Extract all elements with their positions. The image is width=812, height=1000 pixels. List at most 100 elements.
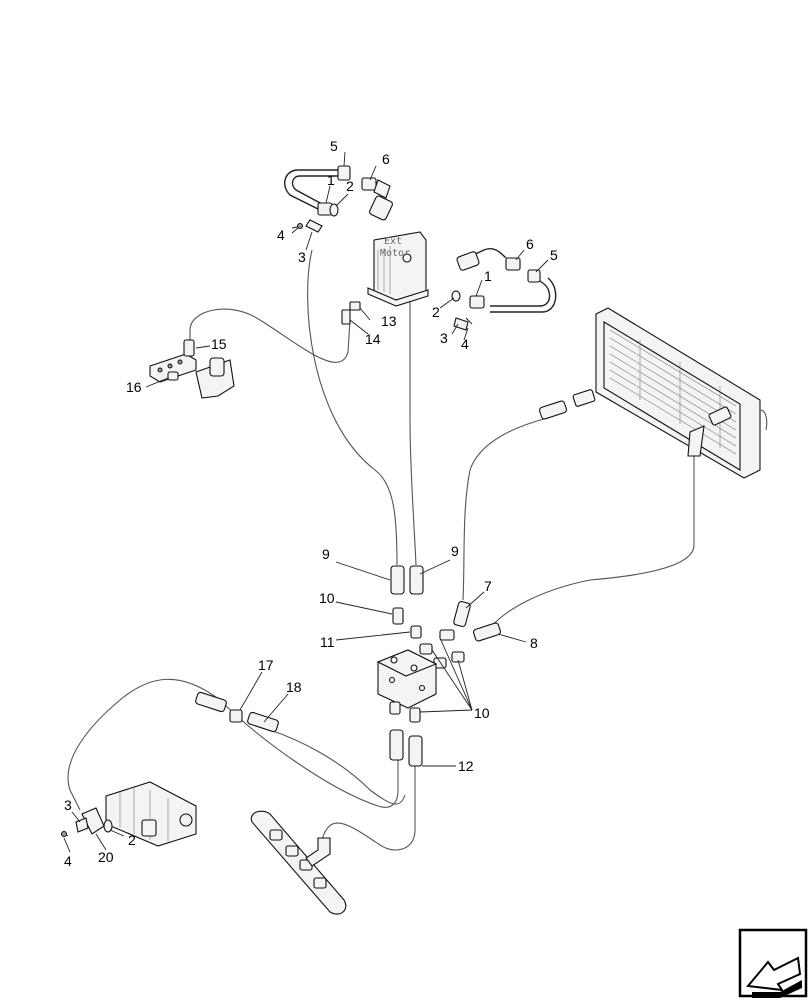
fitting-5-right xyxy=(527,269,541,283)
fitting-14 xyxy=(341,309,351,325)
hose-block-to-motor xyxy=(189,308,351,363)
hose-cooler-to-8 xyxy=(489,455,695,629)
callout-3-pump: 3 xyxy=(64,797,72,813)
bolt-head-4-pump xyxy=(61,831,67,837)
callout-7: 7 xyxy=(484,578,492,594)
callout-9-right: 9 xyxy=(451,543,459,559)
hose-end-7 xyxy=(453,600,471,628)
callout-2-right: 2 xyxy=(432,304,440,320)
oring-2-right xyxy=(451,290,461,302)
hose-end-top xyxy=(369,195,393,221)
suction-pipe xyxy=(250,810,347,915)
callout-15: 15 xyxy=(211,336,227,352)
cooler-fitting-bottom xyxy=(708,406,732,426)
adapter-10-bottom-left xyxy=(389,701,401,715)
cooler-core xyxy=(603,321,741,471)
cooler-fitting-top xyxy=(572,389,596,407)
hose-end-18 xyxy=(247,711,279,733)
callout-4-pump: 4 xyxy=(64,853,72,869)
callout-10-left: 10 xyxy=(319,590,335,606)
pipe-fitting xyxy=(285,845,299,857)
callout-6-right: 6 xyxy=(526,236,534,252)
callout-11: 11 xyxy=(320,634,335,650)
bolt-4-right xyxy=(465,317,473,325)
adapter-10-a xyxy=(439,629,455,641)
fitting-6-right xyxy=(505,257,521,271)
arrow-back-icon[interactable] xyxy=(738,928,808,998)
adapter-10-bottom-right xyxy=(409,707,421,723)
pipe-elbow xyxy=(305,837,331,867)
hose-18-lower xyxy=(269,729,406,805)
fitting-13 xyxy=(349,301,361,311)
callout-18: 18 xyxy=(286,679,302,695)
top-left-tube-assembly xyxy=(284,165,393,233)
valve-block-top xyxy=(376,649,438,677)
manifold-hole xyxy=(157,367,163,373)
callout-1-right: 1 xyxy=(484,268,492,284)
oring-2-pump xyxy=(103,819,113,833)
manifold-hole xyxy=(177,359,183,365)
leader-lines xyxy=(63,151,549,853)
fitting-11 xyxy=(410,625,422,639)
callout-1-top: 1 xyxy=(327,172,335,188)
valve-port xyxy=(410,664,418,672)
callout-3-top: 3 xyxy=(298,249,306,265)
hose-end-bottom-left xyxy=(389,729,404,761)
hose-left-to-valve xyxy=(307,249,398,566)
callout-16: 16 xyxy=(126,379,142,395)
hydraulic-pump xyxy=(61,781,197,847)
fitting-15 xyxy=(183,339,195,357)
fitting-1-right xyxy=(469,295,485,309)
adapter-10-left xyxy=(392,607,404,625)
cooler-side-line xyxy=(759,409,768,431)
callout-8: 8 xyxy=(530,635,538,651)
tube-loop-inner xyxy=(291,175,340,205)
callout-14: 14 xyxy=(365,331,381,347)
valve-port xyxy=(388,676,396,684)
hose-cooler-to-7 xyxy=(462,417,549,601)
tube-right-upper xyxy=(457,248,507,263)
pump-shaft xyxy=(179,813,193,827)
hose-motor-to-valve xyxy=(409,300,417,566)
callout-20: 20 xyxy=(98,849,114,865)
top-right-tube-assembly xyxy=(451,248,557,331)
hose-end-right xyxy=(456,251,480,271)
valve-port xyxy=(390,656,398,664)
valve-port xyxy=(418,684,426,692)
callout-4-right: 4 xyxy=(461,336,469,352)
pipe-fitting xyxy=(269,829,283,841)
solenoid xyxy=(209,357,225,377)
motor-label-ext: Ext xyxy=(384,236,402,247)
hose-end-left-17 xyxy=(195,691,227,713)
callout-10-right: 10 xyxy=(474,705,490,721)
clamp-3-right xyxy=(453,317,469,331)
motor-port xyxy=(402,253,412,263)
tube-loop-outer xyxy=(284,169,340,211)
cooler-elbow xyxy=(687,425,705,457)
callout-2-pump: 2 xyxy=(128,832,136,848)
callout-17: 17 xyxy=(258,657,274,673)
clamp-3-pump xyxy=(75,817,89,833)
tube-right-outer xyxy=(490,277,551,307)
hose-end-12 xyxy=(408,735,423,767)
nav-arrow-shadow xyxy=(752,980,802,998)
callout-12: 12 xyxy=(458,758,474,774)
fitting-6-top xyxy=(361,177,377,191)
callout-5-top: 5 xyxy=(330,138,338,154)
oring-2-top xyxy=(329,203,339,217)
hose-end-9-right xyxy=(409,565,424,595)
adapter-10-b xyxy=(419,643,433,655)
callout-9-left: 9 xyxy=(322,546,330,562)
pump-port xyxy=(141,819,157,837)
adapter-10-c xyxy=(451,651,465,663)
manifold-hole xyxy=(167,363,173,369)
hose-end-8 xyxy=(473,622,501,642)
elbow-top xyxy=(373,179,391,199)
valve-block-left xyxy=(149,339,235,399)
motor-label-motor: Motor xyxy=(380,248,410,259)
callout-2-top: 2 xyxy=(346,178,354,194)
callout-labels: 5 6 1 2 4 3 6 5 1 2 3 4 13 14 15 16 9 9 … xyxy=(64,138,558,869)
motor-base xyxy=(367,287,429,307)
callout-5-right: 5 xyxy=(550,247,558,263)
